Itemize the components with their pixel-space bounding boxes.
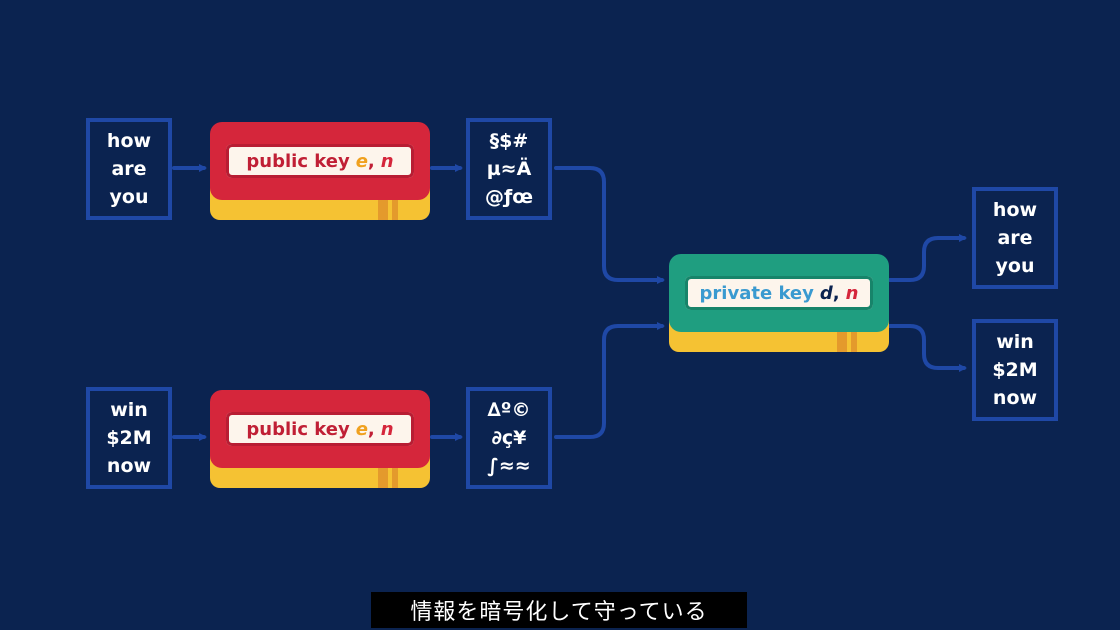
key-var-n: n — [845, 282, 859, 304]
private-key-label: private key d, n — [685, 276, 873, 310]
decrypted-line: win — [996, 331, 1034, 353]
key-var-d: d — [819, 282, 833, 304]
public-key-label: public key e, n — [226, 144, 414, 178]
decrypted-line: now — [992, 387, 1038, 409]
public-key-top: public key e, n — [210, 122, 430, 220]
decrypted-line: $2M — [992, 359, 1038, 381]
ciphertext-line: ∆º© — [487, 399, 531, 421]
ciphertext-line: µ≈Ä — [486, 158, 532, 180]
decrypted-line: you — [995, 255, 1035, 277]
decrypted-line: how — [992, 199, 1038, 221]
plaintext-line: are — [111, 158, 147, 180]
ciphertext-line: ∫≈≈ — [487, 455, 531, 477]
plaintext-box-bottom: win $2M now — [86, 387, 172, 489]
ciphertext-box-top: §$# µ≈Ä @ƒœ — [466, 118, 552, 220]
decrypted-box-top: how are you — [972, 187, 1058, 289]
decrypted-line: are — [997, 227, 1033, 249]
plaintext-line: you — [109, 186, 149, 208]
arrow-private-key-to-out-top — [888, 234, 967, 282]
plaintext-line: now — [106, 455, 152, 477]
key-var-n: n — [380, 150, 394, 172]
key-name: public key — [246, 150, 350, 172]
arrow-cipher-top-to-private-key — [554, 166, 665, 284]
key-name: public key — [246, 418, 350, 440]
arrow-private-key-to-out-bottom — [888, 324, 967, 372]
ciphertext-line: §$# — [489, 130, 529, 152]
plaintext-box-top: how are you — [86, 118, 172, 220]
video-subtitle: 情報を暗号化して守っている — [371, 592, 747, 628]
key-var-e: e — [355, 150, 368, 172]
ciphertext-box-bottom: ∆º© ∂ç¥ ∫≈≈ — [466, 387, 552, 489]
public-key-label: public key e, n — [226, 412, 414, 446]
private-key: private key d, n — [669, 254, 889, 352]
ciphertext-line: ∂ç¥ — [491, 427, 527, 449]
ciphertext-line: @ƒœ — [484, 186, 534, 208]
key-var-n: n — [380, 418, 394, 440]
key-var-e: e — [355, 418, 368, 440]
plaintext-line: how — [106, 130, 152, 152]
arrow-cipher-bottom-to-private-key — [554, 322, 665, 439]
plaintext-line: $2M — [106, 427, 152, 449]
decrypted-box-bottom: win $2M now — [972, 319, 1058, 421]
plaintext-line: win — [110, 399, 148, 421]
public-key-bottom: public key e, n — [210, 390, 430, 488]
key-name: private key — [699, 282, 814, 304]
